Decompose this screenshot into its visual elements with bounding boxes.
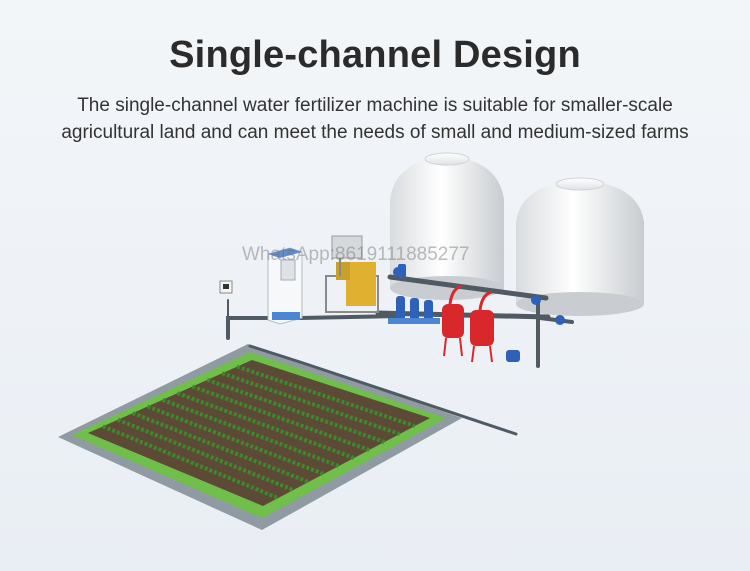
subtitle-line-2: agricultural land and can meet the needs… <box>61 122 689 143</box>
irrigation-system-illustration <box>58 152 644 530</box>
subtitle-line-1: The single-channel water fertilizer mach… <box>77 95 673 116</box>
crop-row <box>221 371 401 436</box>
crop-row <box>236 364 416 428</box>
sensor-post <box>219 280 233 294</box>
valves <box>393 267 565 362</box>
page-title: Single-channel Design <box>169 34 581 76</box>
water-tank-left <box>390 152 504 300</box>
crop-row <box>176 391 355 460</box>
crop-row <box>146 404 325 476</box>
crop-row <box>102 424 279 500</box>
crop-rows <box>102 364 416 500</box>
crop-field <box>58 344 462 530</box>
crop-row <box>161 397 340 468</box>
fertilizer-machine <box>325 235 379 313</box>
sand-filter-left <box>442 284 464 357</box>
control-cabinet <box>267 247 303 325</box>
sand-filter-right <box>470 290 494 363</box>
crop-row <box>117 417 295 492</box>
crop-row <box>206 378 386 444</box>
crop-row <box>131 411 310 484</box>
page-subtitle: The single-channel water fertilizer mach… <box>20 92 730 146</box>
crop-row <box>191 384 370 452</box>
